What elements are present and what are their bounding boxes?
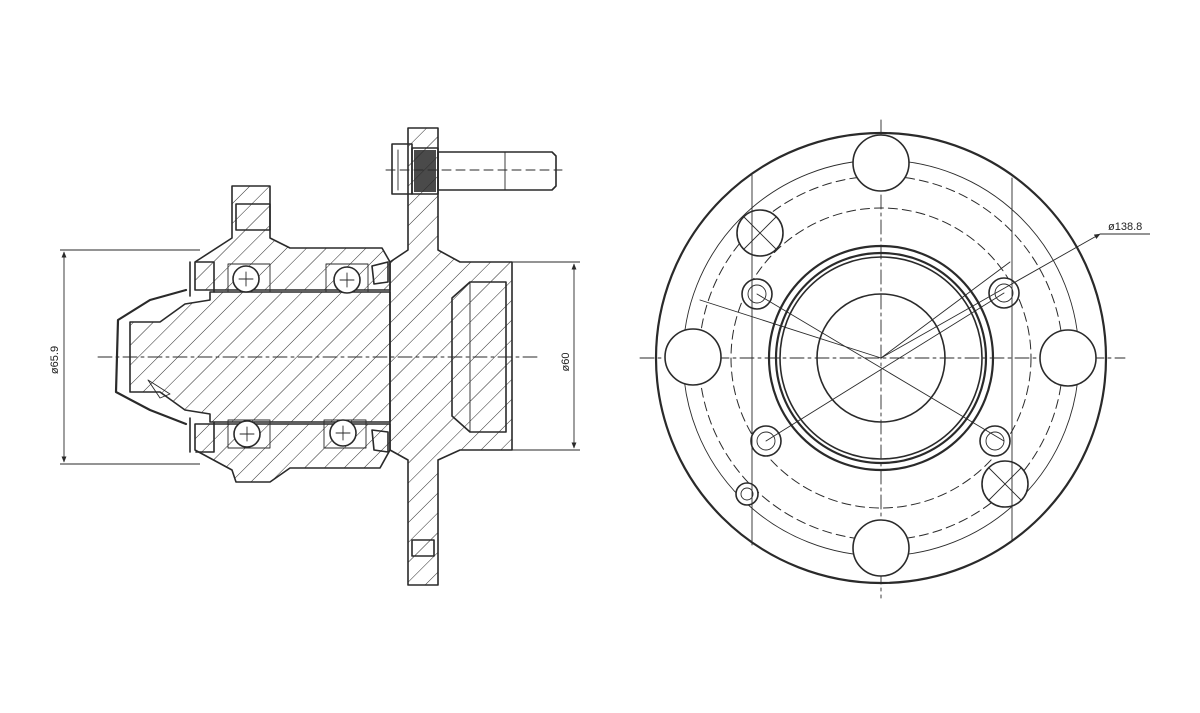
large-bolt-holes <box>664 134 1097 577</box>
lower-bearing-balls <box>227 419 367 449</box>
housing-mount-lug-top <box>235 203 271 231</box>
housing-lower <box>194 423 391 483</box>
dimension-label-65-9: ø65.9 <box>49 346 61 374</box>
front-view: ø138.8 <box>639 119 1150 599</box>
dimension-label-60: ø60 <box>560 353 572 372</box>
flange-plate <box>389 127 513 586</box>
lower-stud-stub <box>411 539 435 557</box>
upper-bearing-balls <box>227 263 369 294</box>
small-holes <box>735 277 1020 506</box>
housing-upper <box>194 185 391 291</box>
hub-spindle <box>129 291 391 423</box>
side-section-view: ø65.9 ø60 <box>49 127 580 586</box>
dimension-bolt-circle: ø138.8 <box>880 221 1150 359</box>
dimension-left: ø65.9 <box>49 249 200 465</box>
dimension-label-138-8: ø138.8 <box>1108 221 1142 233</box>
dimension-right: ø60 <box>510 261 580 451</box>
crossed-holes <box>736 209 1029 508</box>
wheel-stud <box>385 143 563 195</box>
abs-cap <box>114 288 188 426</box>
